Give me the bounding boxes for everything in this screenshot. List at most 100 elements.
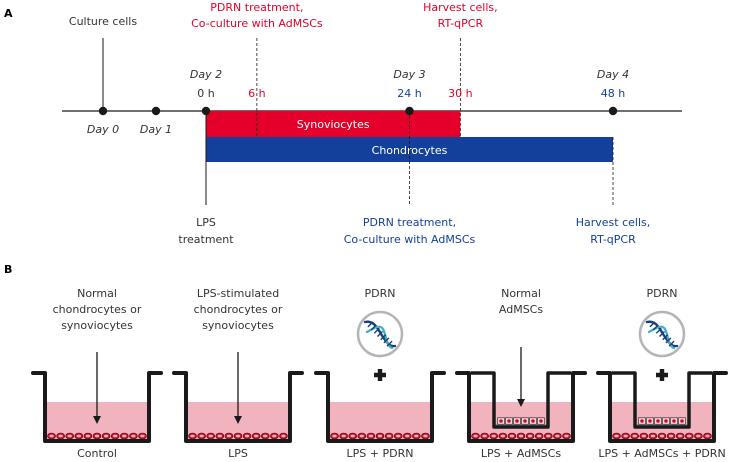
event-top-label-line2: Co-culture with AdMSCs xyxy=(191,17,323,30)
bottom-cell-nucleus xyxy=(414,434,419,438)
event-top-label-line2: RT-qPCR xyxy=(438,17,484,30)
insert-cell-nucleus xyxy=(539,419,543,423)
dna-rung xyxy=(367,321,374,328)
dna-rung xyxy=(665,337,672,344)
insert-cell-nucleus xyxy=(640,419,644,423)
bottom-cell-nucleus xyxy=(272,434,277,438)
bottom-cell-nucleus xyxy=(244,434,250,438)
panel-a-label: A xyxy=(4,7,13,20)
bottom-cell-nucleus xyxy=(217,434,223,438)
bottom-cell-nucleus xyxy=(94,434,100,438)
arrow-head xyxy=(93,416,101,424)
bottom-cell-nucleus xyxy=(546,434,551,438)
bottom-cell-nucleus xyxy=(67,434,72,438)
bottom-cell-nucleus xyxy=(131,434,136,438)
timeline-panel: Culture cellsSynoviocytesChondrocytesPDR… xyxy=(62,1,682,246)
day-marker-dot xyxy=(608,106,618,116)
bottom-cell-nucleus xyxy=(614,434,619,438)
day-label: Day 2 xyxy=(190,68,222,81)
bottom-cell-nucleus xyxy=(564,434,569,438)
plus-icon xyxy=(374,369,386,381)
bottom-cell-nucleus xyxy=(263,434,268,438)
event-bottom-label-line2: RT-qPCR xyxy=(590,233,636,246)
well-top-label: synoviocytes xyxy=(61,319,133,332)
well-wall xyxy=(31,371,163,443)
synoviocytes-bar xyxy=(206,111,461,137)
bottom-cell-nucleus xyxy=(281,434,286,438)
bottom-cell-nucleus xyxy=(650,434,656,438)
bottom-cell-nucleus xyxy=(405,434,410,438)
well-caption: LPS + AdMSCs xyxy=(481,447,561,460)
hour-label: 48 h xyxy=(601,87,625,100)
well-wall xyxy=(455,371,587,443)
well-wall xyxy=(172,371,304,443)
bottom-cell-nucleus xyxy=(491,434,496,438)
bottom-cell-nucleus xyxy=(395,434,401,438)
dna-rung xyxy=(373,327,380,334)
day-marker-dot xyxy=(98,106,108,116)
dna-icon xyxy=(638,310,686,358)
event-bottom-label-line1: PDRN treatment, xyxy=(363,216,456,229)
bottom-cell-nucleus xyxy=(208,434,213,438)
day-label: Day 4 xyxy=(597,68,629,81)
bottom-cell-nucleus xyxy=(341,434,346,438)
bottom-cell-nucleus xyxy=(659,434,665,438)
insert-cell-nucleus xyxy=(499,419,503,423)
bottom-cell-nucleus xyxy=(509,434,515,438)
dna-rung xyxy=(668,340,675,347)
day-marker-dot xyxy=(151,106,161,116)
well-top-label: AdMSCs xyxy=(499,303,543,316)
bottom-cell-nucleus xyxy=(386,434,392,438)
panel-b-label: B xyxy=(4,263,12,276)
dna-rung xyxy=(380,334,387,341)
insert-cell-nucleus xyxy=(664,419,668,423)
bottom-cell-nucleus xyxy=(473,434,478,438)
bottom-cell-nucleus xyxy=(696,434,701,438)
plus-icon xyxy=(656,369,668,381)
insert-cell-nucleus xyxy=(507,419,511,423)
dna-rung xyxy=(649,321,656,328)
synoviocytes-bar-label: Synoviocytes xyxy=(297,118,370,131)
well-caption: Control xyxy=(77,447,117,460)
bottom-cell-nucleus xyxy=(58,434,63,438)
well-caption: LPS + AdMSCs + PDRN xyxy=(598,447,725,460)
day-marker-dot xyxy=(405,106,414,116)
bottom-cell-nucleus xyxy=(85,434,91,438)
bottom-cell-nucleus xyxy=(103,434,109,438)
dna-rung xyxy=(383,337,390,344)
bottom-cell-nucleus xyxy=(190,434,195,438)
event-bottom-label-line2: treatment xyxy=(178,233,234,246)
event-top-label-line1: Harvest cells, xyxy=(423,1,498,14)
insert-cell-nucleus xyxy=(672,419,676,423)
bottom-cell-nucleus xyxy=(49,434,54,438)
bottom-cell-nucleus xyxy=(76,434,82,438)
bottom-cell-nucleus xyxy=(687,434,692,438)
bottom-cell-nucleus xyxy=(140,434,145,438)
bottom-cell-nucleus xyxy=(677,434,683,438)
transwell-insert xyxy=(471,371,571,429)
insert-cell-nucleus xyxy=(531,419,535,423)
chondrocytes-bar-label: Chondrocytes xyxy=(372,144,448,157)
well-wall xyxy=(314,371,446,443)
insert-cell-nucleus xyxy=(648,419,652,423)
insert-cell-nucleus xyxy=(680,419,684,423)
dna-rung xyxy=(386,340,393,347)
bottom-cell-nucleus xyxy=(632,434,637,438)
well-caption: LPS xyxy=(228,447,248,460)
day-marker-dot xyxy=(201,106,211,116)
bottom-cell-nucleus xyxy=(705,434,710,438)
bottom-cell-nucleus xyxy=(199,434,204,438)
day-label: Day 0 xyxy=(87,123,119,136)
culture-cells-label: Culture cells xyxy=(69,15,137,28)
bottom-cell-nucleus xyxy=(226,434,232,438)
event-bottom-label-line2: Co-culture with AdMSCs xyxy=(344,233,476,246)
bottom-cell-nucleus xyxy=(500,434,506,438)
arrow-head xyxy=(234,416,242,424)
hour-label: 30 h xyxy=(448,87,472,100)
